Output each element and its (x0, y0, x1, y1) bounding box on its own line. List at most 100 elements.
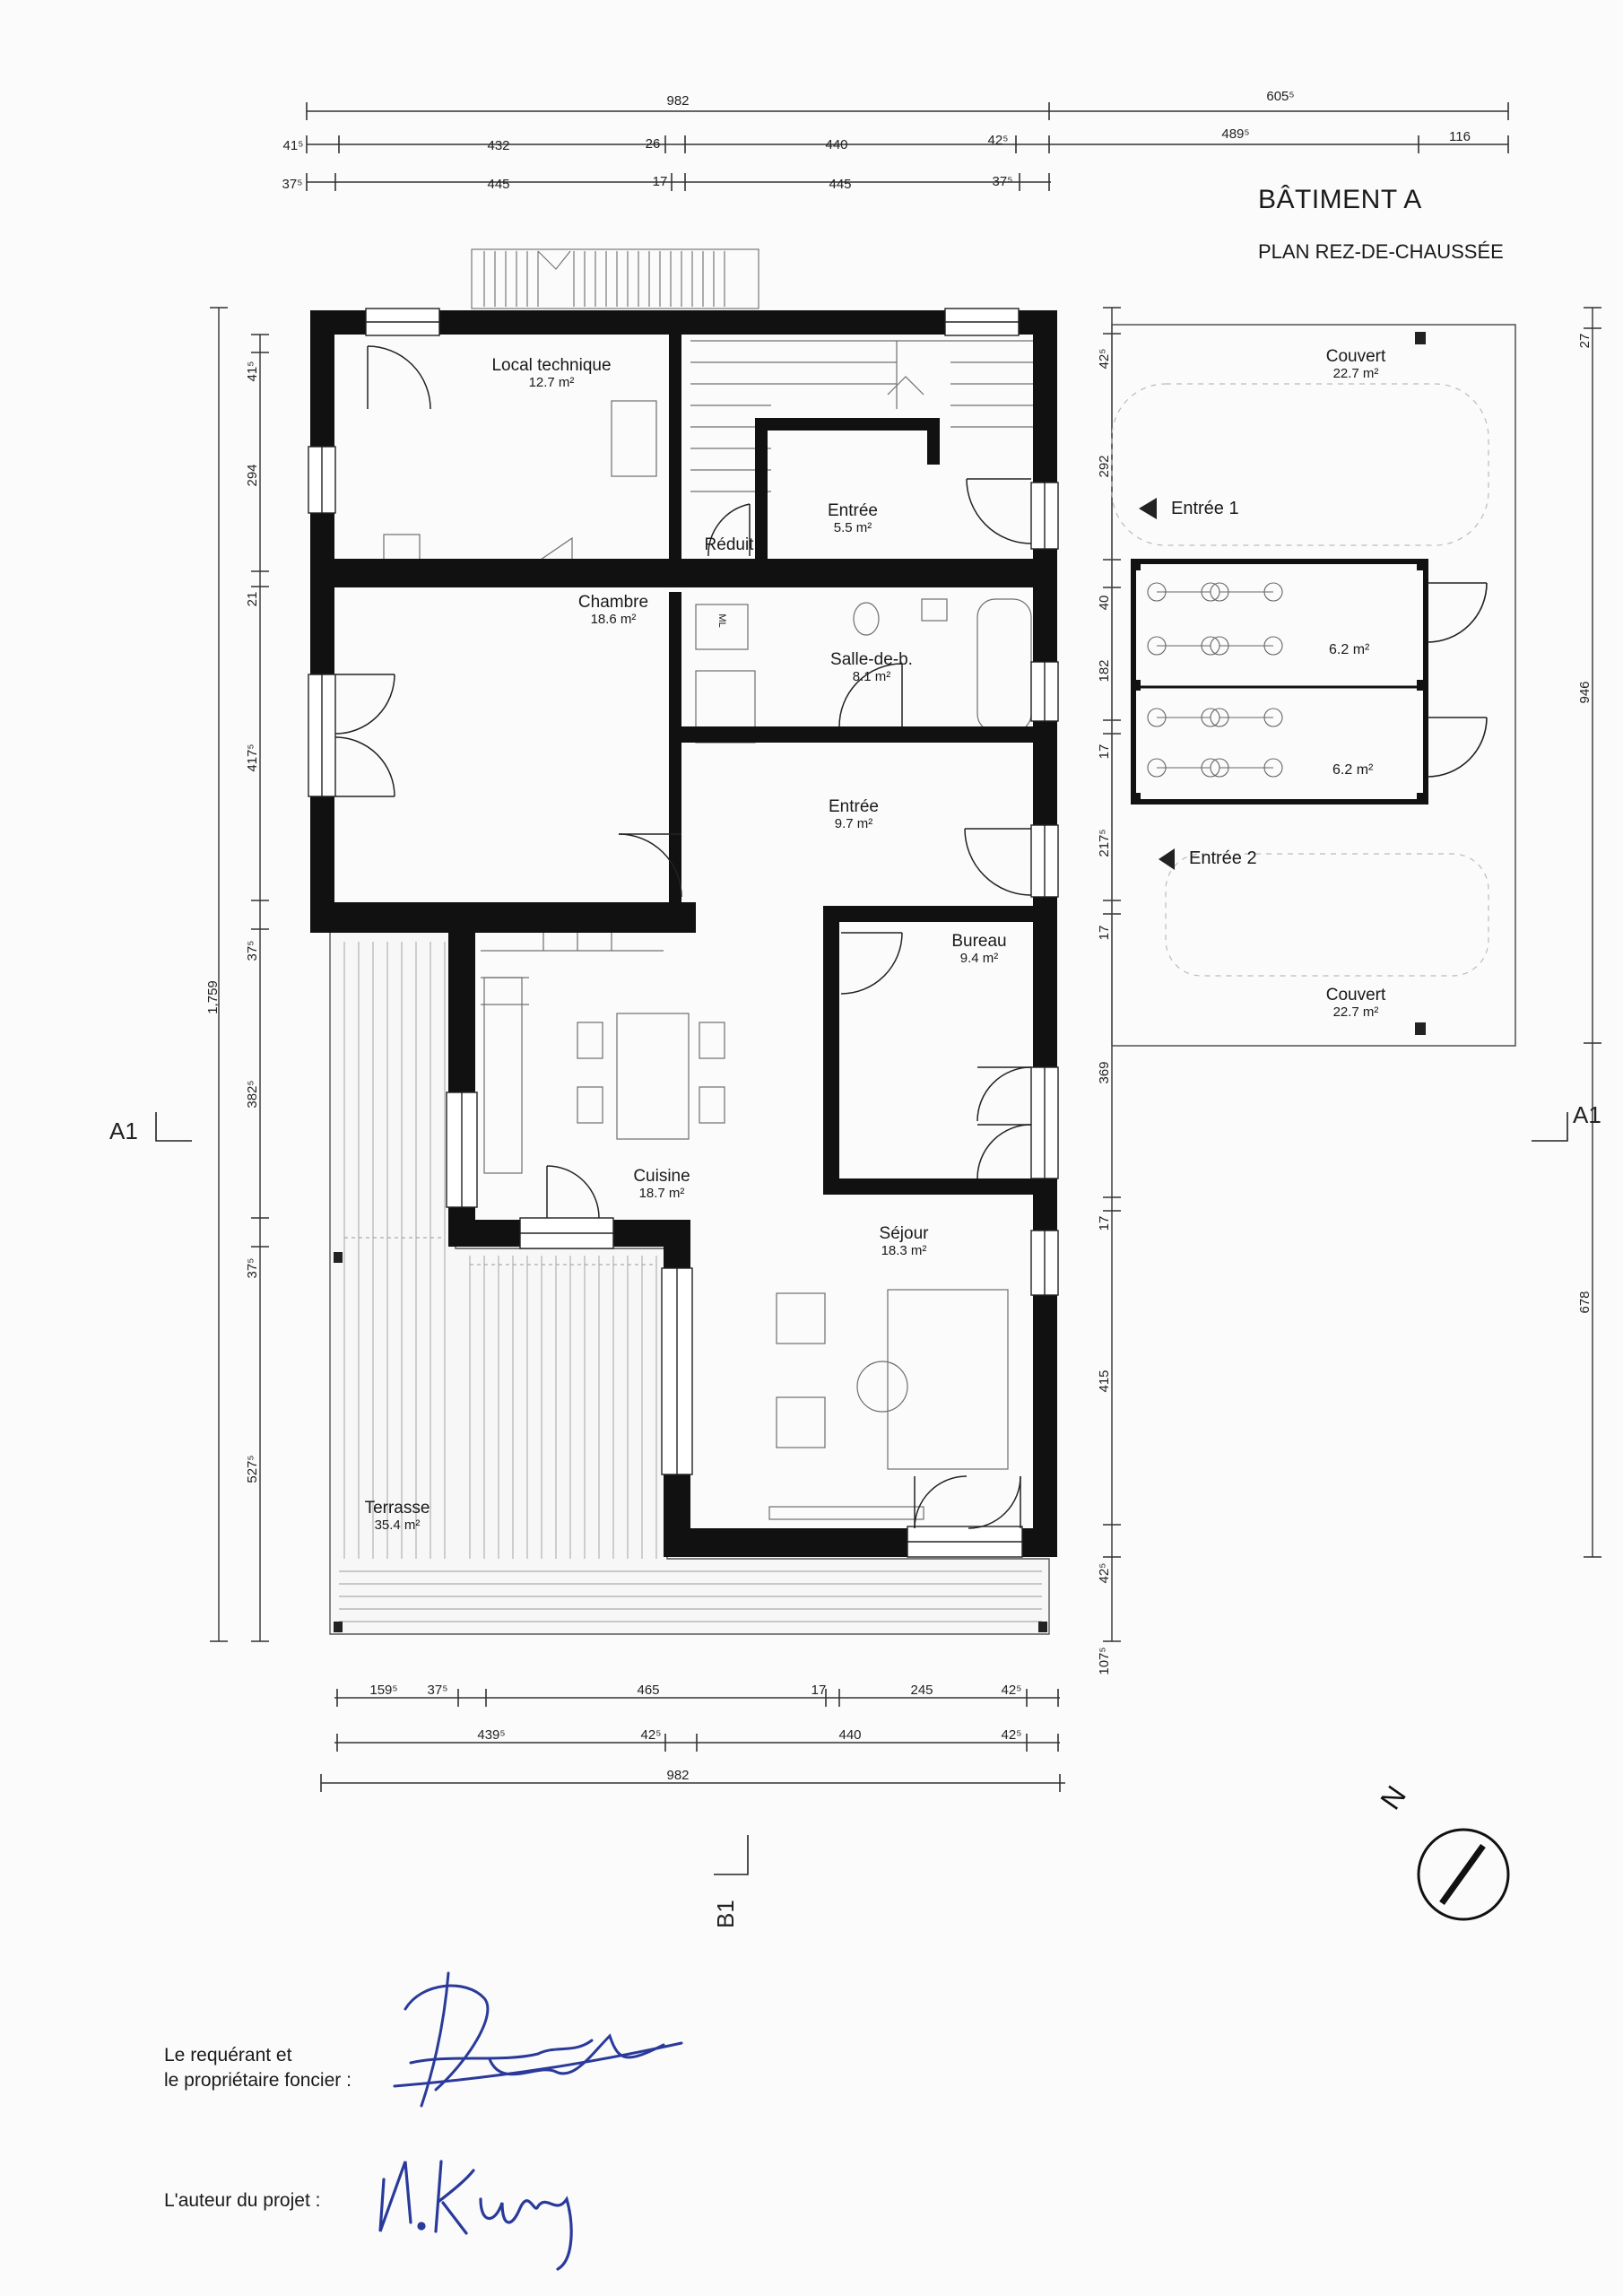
dim-right-9: 415 (1097, 1370, 1112, 1392)
room-reduit: Réduit (704, 535, 754, 555)
dim-right-1: 292 (1097, 455, 1112, 477)
room-terrasse-name: Terrasse (364, 1499, 430, 1518)
room-entree-1: Entrée 5.5 m² (828, 501, 878, 535)
couvert-bottom-name: Couvert (1325, 986, 1386, 1004)
couvert-top-name: Couvert (1325, 347, 1386, 366)
windows (308, 308, 1059, 1558)
dim-top1-0: 982 (666, 93, 689, 109)
section-b1: B1 (712, 1900, 739, 1928)
couvert-top: Couvert 22.7 m² (1325, 347, 1386, 381)
room-cuisine-name: Cuisine (633, 1167, 690, 1186)
dim-top2-2: 26 (646, 136, 661, 152)
dim-bot2-3: 42⁵ (1002, 1727, 1022, 1743)
dim-bot3-0: 982 (666, 1768, 689, 1783)
room-sejour: Séjour 18.3 m² (879, 1224, 929, 1258)
dim-top3-0: 37⁵ (282, 177, 303, 192)
north-label: N (1374, 1779, 1412, 1815)
dim-left-0: 41⁵ (245, 361, 260, 382)
room-chambre-name: Chambre (577, 593, 649, 612)
entry-1-label: Entrée 1 (1171, 499, 1239, 518)
dim-right-4: 17 (1097, 744, 1112, 760)
dim-right-7: 369 (1097, 1061, 1112, 1083)
dim-bot2-2: 440 (838, 1727, 861, 1743)
room-entree2-name: Entrée (829, 797, 879, 816)
bike-room-1-area: 6.2 m² (1329, 642, 1370, 657)
section-a1-left: A1 (109, 1118, 138, 1144)
owner-label-2: le propriétaire foncier : (164, 2070, 352, 2091)
couvert-bottom: Couvert 22.7 m² (1325, 986, 1386, 1020)
dim-left-7: 527⁵ (245, 1455, 260, 1483)
room-entree2-area: 9.7 m² (834, 815, 873, 831)
room-sejour-name: Séjour (879, 1224, 929, 1243)
room-local-area: 12.7 m² (528, 374, 575, 390)
dim-right-11: 107⁵ (1097, 1647, 1112, 1674)
dim-bot2-1: 42⁵ (641, 1727, 662, 1743)
north-arrow-icon (1417, 1828, 1510, 1921)
room-entree-2: Entrée 9.7 m² (829, 797, 879, 831)
dim-top2-3: 440 (825, 137, 847, 152)
carport (1111, 324, 1516, 1047)
dim-top2-1: 432 (487, 138, 509, 153)
bike-room-2-area: 6.2 m² (1332, 762, 1374, 778)
dim-top3-2: 17 (653, 174, 668, 189)
dim-right-10: 42⁵ (1097, 1563, 1112, 1584)
dim-rightouter-2: 678 (1577, 1291, 1593, 1313)
dim-right-3: 182 (1097, 659, 1112, 682)
section-a1-right: A1 (1573, 1101, 1601, 1128)
dim-left-6: 37⁵ (245, 1258, 260, 1279)
room-cuisine: Cuisine 18.7 m² (633, 1167, 690, 1201)
dim-rightouter-1: 946 (1577, 681, 1593, 703)
room-bureau-area: 9.4 m² (959, 950, 999, 966)
dim-bot1-0: 159⁵ (369, 1683, 397, 1698)
dim-bot1-3: 17 (812, 1683, 827, 1698)
doors (334, 345, 1032, 1529)
dim-right-0: 42⁵ (1097, 349, 1112, 370)
dim-top1-1: 605⁵ (1266, 89, 1294, 104)
room-bureau-name: Bureau (951, 932, 1007, 951)
dim-left-1: 294 (245, 464, 260, 486)
dim-top2-4: 42⁵ (988, 133, 1009, 148)
building-title: BÂTIMENT A (1258, 185, 1422, 214)
dim-left-outer: 1,759 (205, 980, 221, 1014)
dim-top2-5: 489⁵ (1221, 126, 1249, 142)
interior-details (383, 340, 1040, 1520)
dim-top2-6: 116 (1449, 129, 1471, 144)
room-terrasse-area: 35.4 m² (374, 1517, 421, 1533)
dim-top3-1: 445 (487, 177, 509, 192)
section-markers (155, 1112, 1568, 1875)
room-sejour-area: 18.3 m² (881, 1242, 927, 1258)
dim-top3-3: 445 (829, 177, 851, 192)
dim-bot1-1: 37⁵ (428, 1683, 448, 1698)
signature-author (378, 2160, 573, 2271)
room-reduit-name: Réduit (704, 535, 754, 554)
dim-bot1-2: 465 (637, 1683, 659, 1698)
plan-subtitle: PLAN REZ-DE-CHAUSSÉE (1258, 240, 1504, 263)
dim-left-5: 382⁵ (245, 1080, 260, 1108)
owner-label-1: Le requérant et (164, 2045, 292, 2066)
dim-left-3: 417⁵ (245, 744, 260, 771)
dim-right-6: 17 (1097, 926, 1112, 941)
dim-top2-0: 41⁵ (283, 138, 304, 153)
outdoor-stair (471, 248, 759, 309)
room-salle-de-bain: Salle-de-b. 8.1 m² (830, 650, 913, 684)
room-local-name: Local technique (491, 356, 612, 375)
room-chambre: Chambre 18.6 m² (577, 593, 649, 627)
room-local-technique: Local technique 12.7 m² (480, 356, 623, 390)
dim-left-2: 21 (245, 592, 260, 607)
dim-right-2: 40 (1097, 596, 1112, 611)
couvert-top-area: 22.7 m² (1332, 365, 1379, 381)
dim-left-4: 37⁵ (245, 941, 260, 961)
ml-label: ML (716, 613, 728, 628)
room-terrasse: Terrasse 35.4 m² (364, 1499, 430, 1533)
dim-rightouter-0: 27 (1577, 334, 1593, 349)
couvert-bottom-area: 22.7 m² (1332, 1004, 1379, 1020)
dim-bot1-5: 42⁵ (1002, 1683, 1022, 1698)
room-entree1-name: Entrée (828, 501, 878, 520)
dimension-labels: 982 605⁵ 41⁵ 432 26 440 42⁵ 489⁵ 116 37⁵… (205, 89, 1593, 1783)
room-cuisine-area: 18.7 m² (638, 1185, 685, 1201)
room-chambre-area: 18.6 m² (590, 611, 637, 627)
author-label: L'auteur du projet : (164, 2190, 321, 2211)
room-bureau: Bureau 9.4 m² (951, 932, 1007, 966)
dim-top3-4: 37⁵ (993, 174, 1013, 189)
